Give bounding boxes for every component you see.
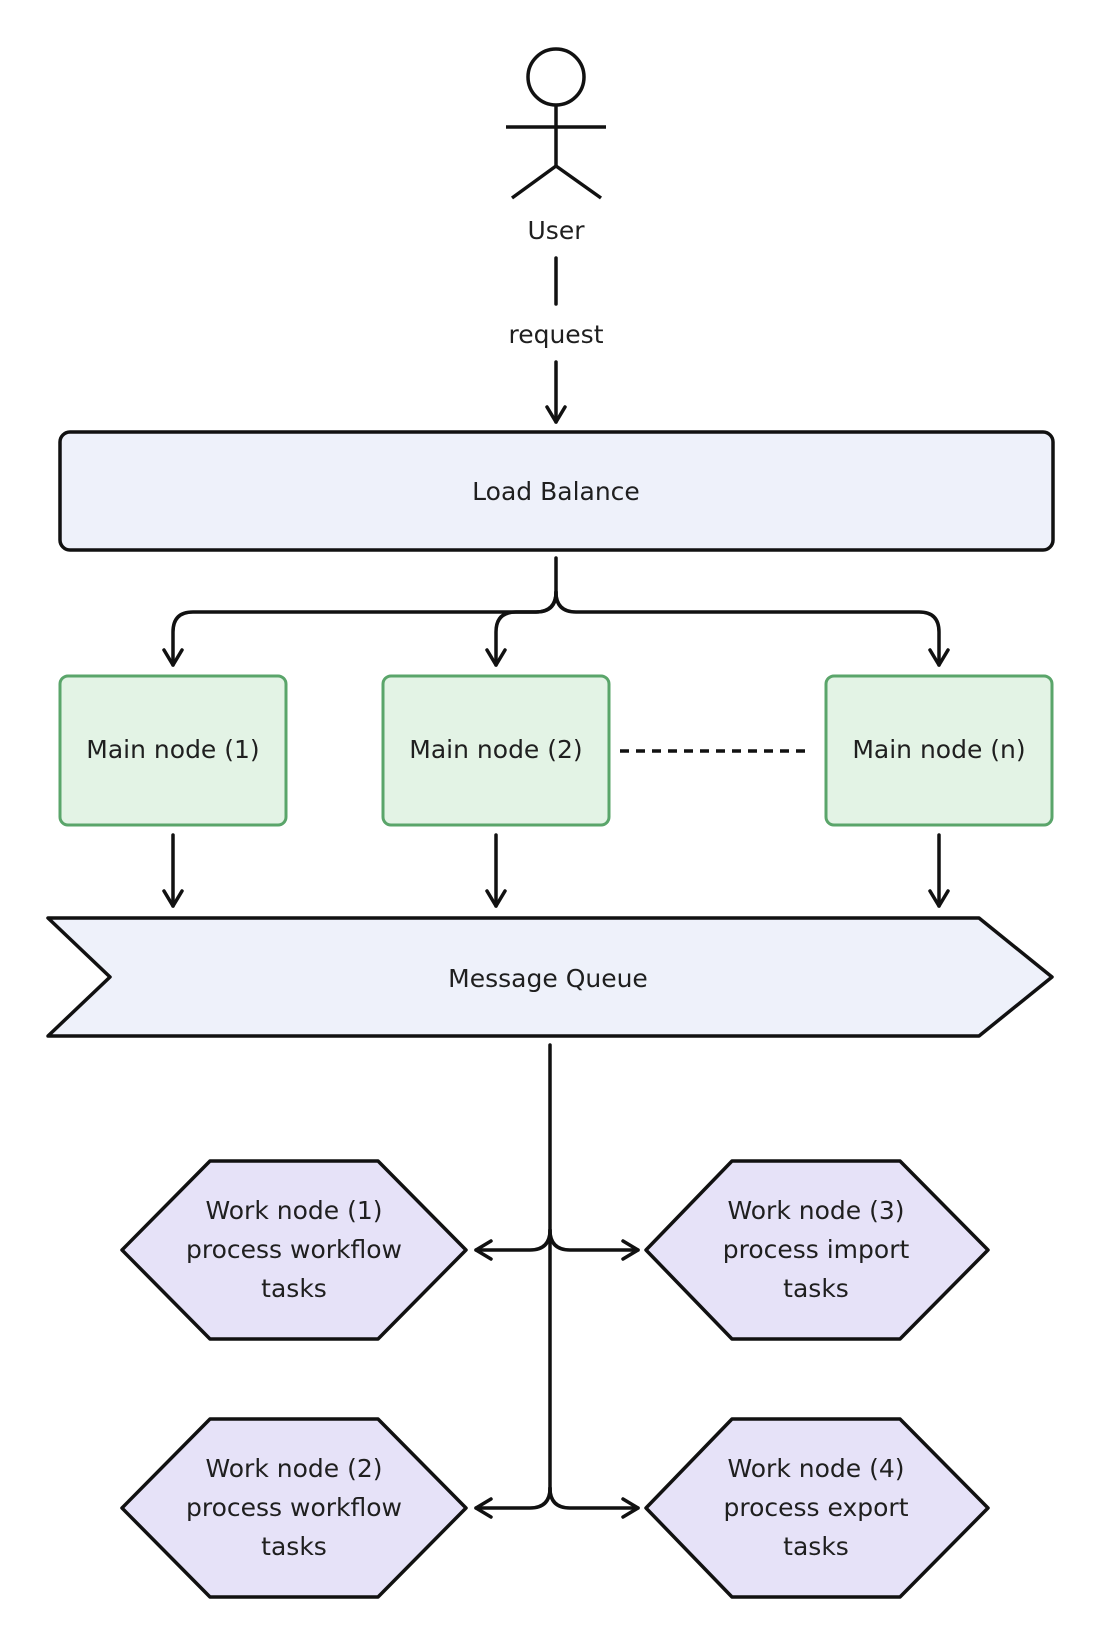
work-node-3-shape <box>644 1159 990 1341</box>
main-node-2-box <box>381 674 611 827</box>
main-node-n-box <box>824 674 1054 827</box>
queue-to-work2-arrow <box>474 1486 552 1519</box>
message-queue-shape <box>46 916 1054 1038</box>
lb-to-mainn-arrow <box>554 590 950 667</box>
queue-to-work3-arrow <box>548 1228 640 1261</box>
user-label: User <box>528 216 586 245</box>
queue-to-work4-arrow <box>548 1486 640 1519</box>
main-node-1-box <box>58 674 288 827</box>
work-node-2-line-1: Work node (2) <box>205 1454 382 1483</box>
main-node-2-label: Main node (2) <box>409 735 582 764</box>
work-node-1-line-1: Work node (1) <box>205 1196 382 1225</box>
request-edge-label: request <box>508 320 603 349</box>
work-node-4-line-2: process export <box>724 1493 909 1522</box>
main-node-1-label: Main node (1) <box>86 735 259 764</box>
work-node-1-shape <box>120 1159 468 1341</box>
load-balancer-label: Load Balance <box>472 477 640 506</box>
work-node-3-line-3: tasks <box>783 1274 849 1303</box>
work-node-3-line-1: Work node (3) <box>727 1196 904 1225</box>
message-queue-label: Message Queue <box>448 964 648 993</box>
work-node-4-line-3: tasks <box>783 1532 849 1561</box>
work-node-2-line-3: tasks <box>261 1532 327 1561</box>
work-node-1-line-2: process workflow <box>186 1235 402 1264</box>
queue-to-work1-arrow <box>474 1228 552 1261</box>
lb-to-main2-arrow <box>485 590 558 667</box>
load-balancer-box <box>58 430 1055 552</box>
lb-to-main1-arrow <box>162 556 558 667</box>
work-node-4-line-1: Work node (4) <box>727 1454 904 1483</box>
work-node-2-shape <box>120 1417 468 1599</box>
work-node-3-line-2: process import <box>723 1235 910 1264</box>
main-node-n-label: Main node (n) <box>852 735 1025 764</box>
user-actor-icon <box>506 47 606 200</box>
work-node-1-line-3: tasks <box>261 1274 327 1303</box>
work-node-2-line-2: process workflow <box>186 1493 402 1522</box>
work-node-4-shape <box>644 1417 990 1599</box>
